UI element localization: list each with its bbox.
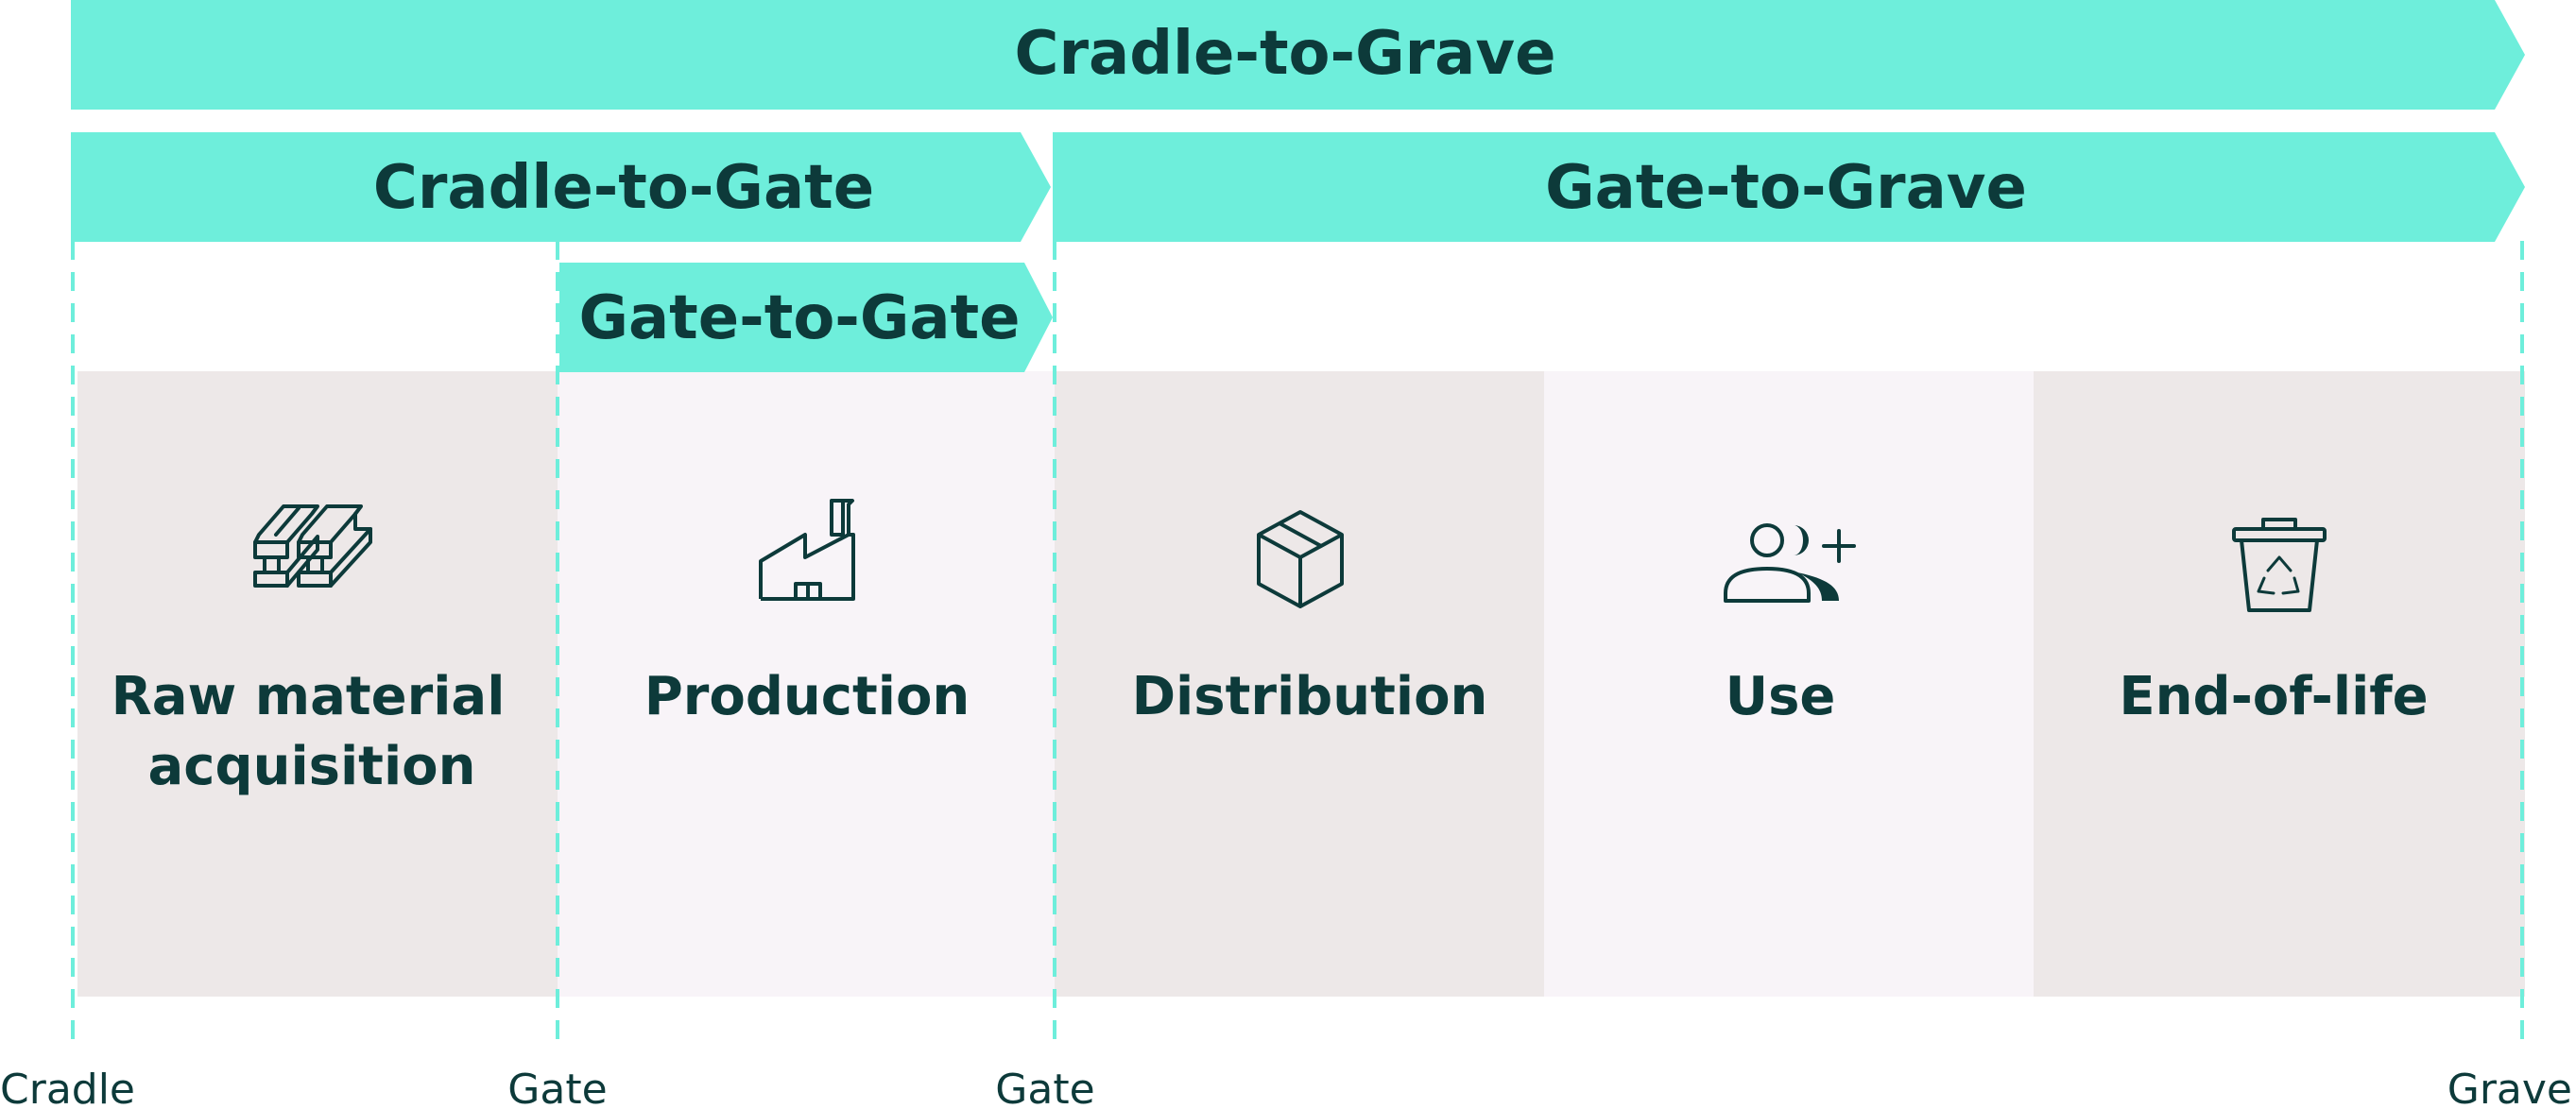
factory-icon [759, 499, 855, 601]
recycle-bin-icon [2232, 518, 2327, 612]
cradle-to-grave-banner [71, 0, 2525, 110]
gate-to-grave-banner [1053, 132, 2525, 242]
stage-label-raw-material-line2: acquisition [148, 736, 476, 797]
box-icon [1257, 510, 1344, 608]
stage-panel-end-of-life [2034, 371, 2525, 997]
stage-label-production: Production [644, 666, 970, 727]
stage-label-distribution: Distribution [1132, 666, 1488, 727]
cradle-to-gate-label: Cradle-to-Gate [373, 153, 874, 223]
stage-panel-use [1544, 371, 2034, 997]
stage-panel-distribution [1055, 371, 1544, 997]
cradle-to-gate-banner [71, 132, 1051, 242]
gate-to-gate-label: Gate-to-Gate [578, 283, 1020, 353]
marker-gate-2: Gate [995, 1066, 1094, 1109]
gate-to-grave-label: Gate-to-Grave [1545, 153, 2027, 223]
stage-label-use: Use [1726, 666, 1836, 727]
steel-beams-icon [253, 504, 372, 588]
marker-grave: Grave [2447, 1066, 2572, 1109]
stage-panel-raw-material [77, 371, 558, 997]
users-plus-icon [1724, 523, 1856, 603]
stage-label-raw-material-line1: Raw material [112, 666, 506, 727]
marker-gate-1: Gate [507, 1066, 607, 1109]
stage-panel-production [558, 371, 1055, 997]
cradle-to-grave-label: Cradle-to-Grave [1015, 19, 1556, 89]
marker-cradle: Cradle [0, 1066, 135, 1109]
gate-to-gate-banner [559, 263, 1053, 372]
stage-label-end-of-life: End-of-life [2119, 666, 2428, 727]
